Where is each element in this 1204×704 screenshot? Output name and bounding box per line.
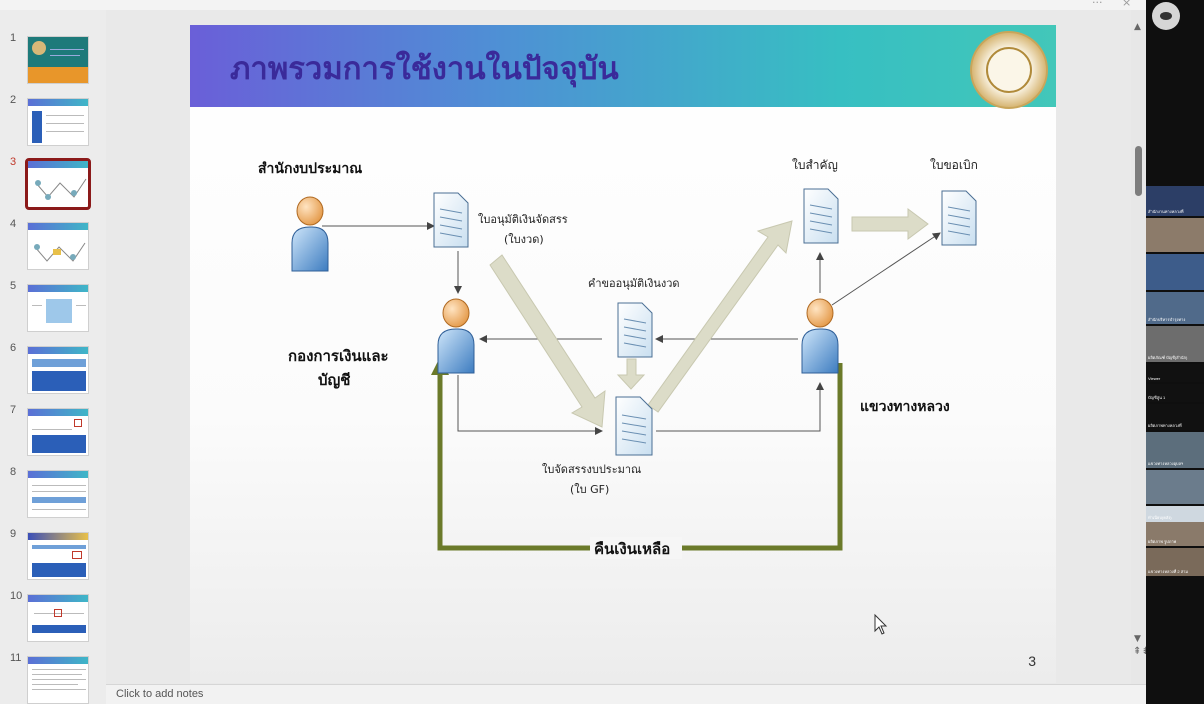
label-finance-line1: กองการเงินและ	[288, 347, 389, 365]
label-installment-request: คำขออนุมัติเงินงวด	[588, 277, 680, 290]
slide-number: 3	[10, 156, 17, 168]
thumbnail-preview	[27, 98, 89, 146]
slide-number: 8	[10, 466, 17, 478]
thumbnail-preview	[27, 408, 89, 456]
participant-name: แขวงทางหลวงอุบลฯ	[1148, 461, 1184, 466]
notes-placeholder[interactable]: Click to add notes	[116, 688, 204, 700]
participant-tile[interactable]: ผลิตภาพ รูปภาพ	[1146, 522, 1204, 546]
camera-off-icon[interactable]	[1152, 2, 1180, 30]
participant-tile[interactable]: สำนักบริหารบำรุงทาง	[1146, 292, 1204, 324]
slide-thumbnail-11[interactable]: 11	[0, 652, 106, 704]
label-claim-form: ใบขอเบิก	[930, 158, 978, 172]
participant-tile[interactable]	[1146, 254, 1204, 290]
thumbnail-preview	[27, 222, 89, 270]
participant-tile[interactable]: สำนักงานทางหลวงที่	[1146, 186, 1204, 216]
vertical-scrollbar[interactable]: ▲ ▼ ⇞⇟	[1131, 10, 1150, 684]
slide-thumbnail-9[interactable]: 9	[0, 528, 106, 588]
mouse-cursor-icon	[874, 613, 888, 635]
participant-tile[interactable]: แขวงทางหลวงอุบลฯ	[1146, 432, 1204, 468]
slide-number: 7	[10, 404, 17, 416]
slide-number: 2	[10, 94, 17, 106]
participant-tile[interactable]	[1146, 218, 1204, 252]
participant-name: ทำเนียบ(คลัง)	[1148, 515, 1172, 520]
video-participants-panel: สำนักงานทางหลวงที่สำนักบริหารบำรุงทางผลิ…	[1146, 0, 1204, 704]
participant-name: ผลิตภัณฑ์ บัญชี(สำนัก)	[1148, 355, 1188, 360]
thumbnail-preview	[27, 656, 89, 704]
slide-thumbnail-pane: 1 2 3 4	[0, 10, 106, 704]
participant-tile[interactable]: ผลิตภัณฑ์ บัญชี(สำนัก)	[1146, 326, 1204, 362]
flow-line-roads-to-claim	[831, 232, 941, 306]
big-arrow-receipt-to-claim	[851, 208, 929, 240]
big-arrow-gf-to-receipt	[647, 220, 793, 413]
close-icon[interactable]: ×	[1122, 0, 1132, 9]
label-receipt: ใบสำคัญ	[792, 158, 838, 172]
slide-thumbnail-8[interactable]: 8	[0, 466, 106, 526]
label-budget-allocation: ใบจัดสรรงบประมาณ	[542, 463, 641, 476]
scroll-thumb[interactable]	[1135, 146, 1142, 196]
slide-number: 6	[10, 342, 17, 354]
participant-tile[interactable]: Viewer	[1146, 364, 1204, 382]
workflow-diagram: สำนักงบประมาณ กองการเงินและ บัญชี แขวงทา…	[258, 158, 978, 635]
department-seal-icon	[970, 31, 1048, 109]
slide-number: 11	[10, 652, 22, 664]
window-top-strip: ··· ×	[0, 0, 1146, 10]
participant-tile[interactable]: ทำเนียบ(คลัง)	[1146, 506, 1204, 522]
label-return-money: คืนเงินเหลือ	[594, 540, 670, 558]
label-budget-allocation-sub: (ใบ GF)	[570, 483, 609, 496]
participant-tile[interactable]	[1146, 470, 1204, 504]
thumbnail-preview	[27, 532, 89, 580]
participant-tile[interactable]: ผลิตภาพทางหลวงที่	[1146, 404, 1204, 430]
label-allocation-approval-sub: (ใบงวด)	[504, 233, 544, 246]
slide-thumbnail-1[interactable]: 1	[0, 32, 106, 92]
page-nav-icon[interactable]: ⇞⇟	[1133, 646, 1150, 657]
slide-thumbnail-10[interactable]: 10	[0, 590, 106, 650]
participant-name: ผลิตภาพ รูปภาพ	[1148, 539, 1177, 544]
label-finance-line2: บัญชี	[318, 371, 350, 389]
slide-number: 5	[10, 280, 17, 292]
scroll-up-icon[interactable]: ▲	[1134, 22, 1141, 32]
slide-thumbnail-3[interactable]: 3	[0, 156, 106, 216]
big-arrow-approval-to-gf	[489, 254, 606, 428]
participant-tile[interactable]: แขวงทางหลวงที่ 2 สาม	[1146, 548, 1204, 576]
slide-thumbnail-4[interactable]: 4	[0, 218, 106, 278]
slide-title[interactable]: ภาพรวมการใช้งานในปัจจุบัน	[230, 51, 619, 87]
thumbnail-preview	[27, 284, 89, 332]
flow-line-gf-to-roads	[656, 382, 824, 432]
slide-editor-stage: ภาพรวมการใช้งานในปัจจุบัน	[106, 10, 1146, 684]
slide-thumbnail-7[interactable]: 7	[0, 404, 106, 464]
label-rural-roads: แขวงทางหลวง	[860, 399, 950, 415]
label-budget-bureau: สำนักงบประมาณ	[258, 161, 362, 177]
participant-name: สำนักงานทางหลวงที่	[1148, 209, 1184, 214]
participant-name: สำนักบริหารบำรุงทาง	[1148, 317, 1186, 322]
slide-thumbnail-2[interactable]: 2	[0, 94, 106, 154]
participant-name: บัญชีสูน 1	[1148, 395, 1166, 400]
notes-pane[interactable]: Click to add notes	[106, 684, 1146, 704]
current-slide[interactable]: ภาพรวมการใช้งานในปัจจุบัน	[190, 25, 1056, 683]
slide-thumbnail-5[interactable]: 5	[0, 280, 106, 340]
label-allocation-approval: ใบอนุมัติเงินจัดสรร	[478, 213, 568, 226]
participant-name: ผลิตภาพทางหลวงที่	[1148, 423, 1182, 428]
slide-page-number: 3	[1028, 653, 1036, 669]
slide-number: 4	[10, 218, 17, 230]
title-banner: ภาพรวมการใช้งานในปัจจุบัน	[190, 25, 1056, 109]
big-arrow-request-to-gf	[616, 358, 646, 390]
slide-number: 10	[10, 590, 23, 602]
slide-number: 1	[10, 32, 17, 44]
person-icon	[291, 196, 839, 374]
thumbnail-preview	[27, 36, 89, 84]
thumbnail-preview	[25, 158, 91, 210]
scroll-down-icon[interactable]: ▼	[1134, 634, 1141, 644]
participant-name: แขวงทางหลวงที่ 2 สาม	[1148, 569, 1189, 574]
document-icon	[433, 188, 977, 456]
flow-line-finance-to-gf	[457, 375, 603, 435]
slide-number: 9	[10, 528, 17, 540]
thumbnail-preview	[27, 594, 89, 642]
participant-name: Viewer	[1148, 376, 1161, 381]
thumbnail-preview	[27, 470, 89, 518]
slide-thumbnail-6[interactable]: 6	[0, 342, 106, 402]
participant-tile[interactable]: บัญชีสูน 1	[1146, 384, 1204, 402]
thumbnail-preview	[27, 346, 89, 394]
menu-dots-icon[interactable]: ···	[1092, 0, 1103, 9]
